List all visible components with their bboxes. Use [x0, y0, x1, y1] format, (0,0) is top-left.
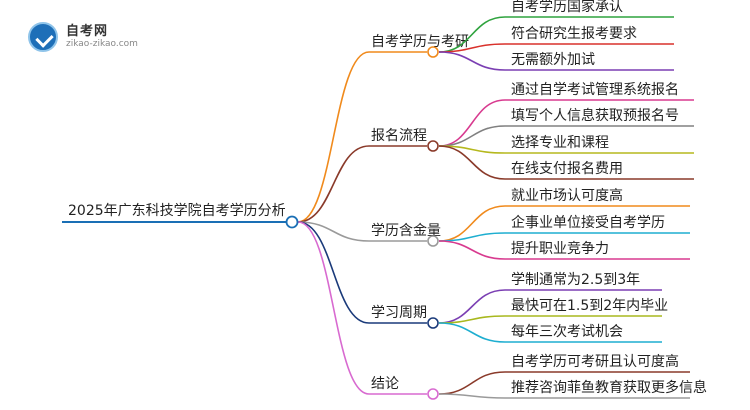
leaf-label: 推荐咨询菲鱼教育获取更多信息 — [511, 379, 707, 396]
branch-label: 报名流程 — [371, 128, 427, 144]
branch-label: 结论 — [371, 376, 399, 392]
leaf-label: 在线支付报名费用 — [511, 161, 623, 177]
leaf-label: 每年三次考试机会 — [511, 324, 623, 340]
logo-badge-icon — [28, 22, 58, 52]
leaf-connector — [438, 289, 506, 324]
branch-node-circle — [427, 235, 439, 247]
leaf-label: 自考学历可考研且认可度高 — [511, 353, 679, 370]
leaf-connector — [438, 240, 506, 260]
branch-connector — [297, 221, 370, 324]
leaf-connector — [438, 315, 506, 324]
branch-node-circle — [427, 46, 439, 58]
branch-label: 学历含金量 — [371, 223, 441, 239]
leaf-label: 选择专业和课程 — [511, 135, 609, 151]
leaf-label: 无需额外加试 — [511, 52, 595, 68]
leaf-label: 提升职业竞争力 — [511, 240, 609, 257]
logo-url: zikao-zikao.com — [66, 39, 138, 49]
branch-node-circle — [427, 317, 439, 329]
branch-label: 学习周期 — [371, 305, 427, 321]
leaf-label: 填写个人信息获取预报名号 — [511, 107, 679, 124]
leaf-connector — [438, 371, 506, 395]
root-label: 2025年广东科技学院自考学历分析 — [68, 203, 286, 219]
branch-connector — [297, 221, 370, 242]
branch-node-circle — [427, 388, 439, 400]
leaf-connector — [438, 205, 506, 242]
leaf-label: 自考学历国家承认 — [511, 0, 623, 15]
leaf-connector — [438, 322, 506, 343]
logo-name: 自考网 — [66, 24, 109, 39]
branch-connector — [297, 145, 370, 223]
leaf-connector — [438, 51, 506, 71]
branch-connector — [297, 51, 370, 223]
site-logo[interactable]: 自考网 zikao-zikao.com — [28, 18, 148, 58]
leaf-label: 最快可在1.5到2年内毕业 — [511, 298, 668, 314]
leaf-connector — [438, 16, 506, 53]
branch-node-circle — [427, 140, 439, 152]
leaf-label: 企事业单位接受自考学历 — [511, 214, 665, 231]
leaf-label: 符合研究生报考要求 — [511, 26, 637, 42]
leaf-connector — [438, 393, 506, 399]
branch-label: 自考学历与考研 — [371, 34, 469, 50]
leaf-label: 通过自学考试管理系统报名 — [511, 82, 679, 98]
leaf-label: 就业市场认可度高 — [511, 187, 623, 204]
leaf-connector — [438, 145, 506, 180]
leaf-connector — [438, 99, 506, 147]
leaf-connector — [438, 125, 506, 147]
root-node-circle — [285, 215, 299, 229]
branch-connector — [297, 221, 370, 395]
leaf-label: 学制通常为2.5到3年 — [511, 272, 640, 288]
